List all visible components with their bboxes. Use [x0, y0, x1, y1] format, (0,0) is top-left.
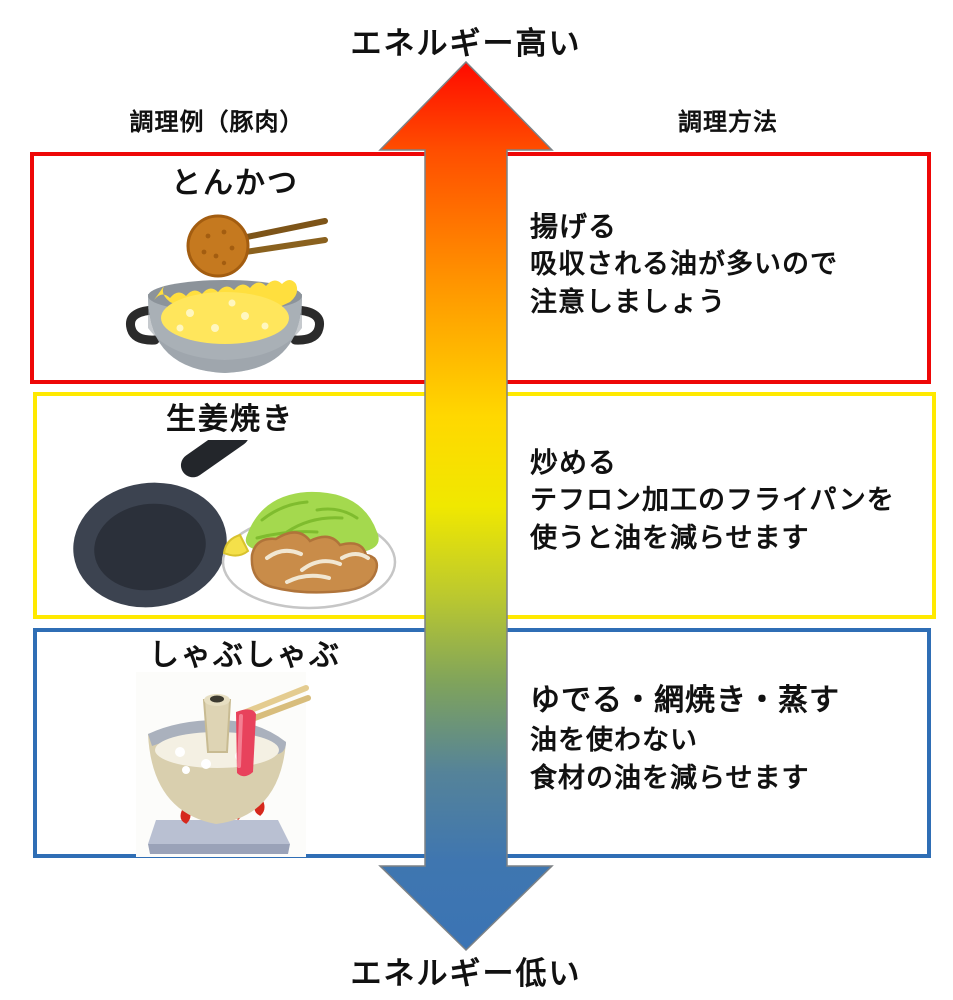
method-line: 揚げる	[530, 210, 618, 243]
method-line: 炒める	[530, 446, 618, 479]
method-text-boil: ゆでる・網焼き・蒸す 油を使わない 食材の油を減らせます	[530, 680, 940, 798]
dish-title-shogayaki: 生姜焼き	[166, 402, 294, 437]
tonkatsu-frying-illustration	[126, 214, 328, 373]
dish-title-shabushabu: しゃぶしゃぶ	[149, 638, 341, 673]
right-column-header: 調理方法	[678, 108, 778, 136]
method-line: 油を使わない	[530, 725, 698, 756]
method-text-fry: 揚げる 吸収される油が多いので 注意しましょう	[530, 208, 940, 322]
method-line: 注意しましょう	[530, 287, 726, 318]
method-line: 食材の油を減らせます	[530, 763, 810, 794]
shogayaki-illustration	[73, 440, 397, 610]
method-line: ゆでる・網焼き・蒸す	[530, 683, 840, 718]
shabushabu-illustration	[136, 672, 311, 857]
method-line: 吸収される油が多いので	[530, 249, 838, 280]
method-text-saute: 炒める テフロン加工のフライパンを 使うと油を減らせます	[530, 444, 940, 558]
energy-low-label: エネルギー低い	[350, 956, 582, 992]
dish-title-tonkatsu: とんかつ	[171, 166, 299, 201]
method-line: 使うと油を減らせます	[530, 523, 810, 554]
energy-high-label: エネルギー高い	[350, 26, 582, 62]
method-line: テフロン加工のフライパンを	[530, 485, 895, 516]
left-column-header: 調理例（豚肉）	[129, 108, 305, 136]
